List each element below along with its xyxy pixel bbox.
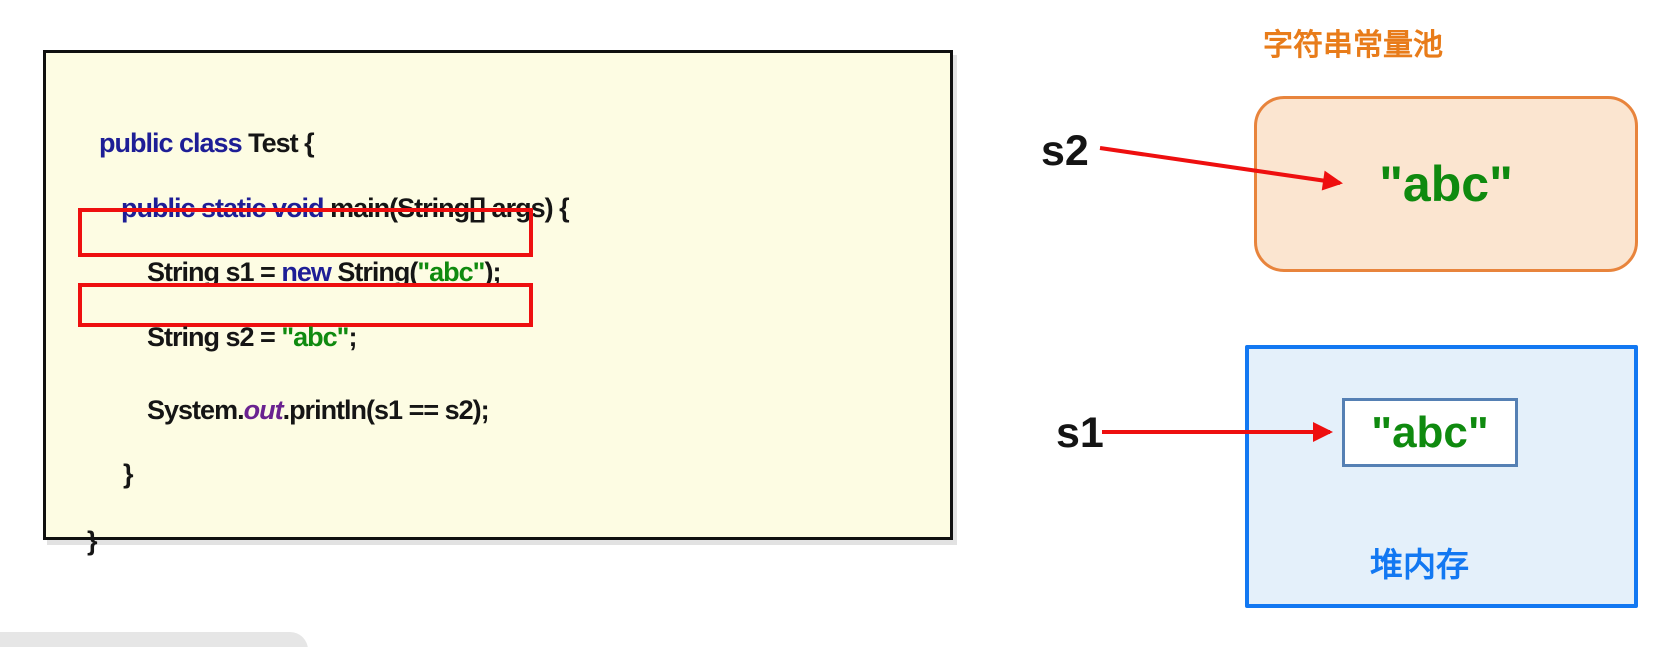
heap-box: "abc" 堆内存: [1245, 345, 1638, 608]
code-token-plain: Test {: [248, 128, 315, 158]
code-token-plain: );: [484, 257, 501, 287]
heap-string-value: "abc": [1371, 407, 1489, 457]
code-token-plain: String s1 =: [147, 257, 282, 287]
code-token-keyword: new: [281, 257, 332, 287]
highlight-box-s2-statement: [78, 283, 533, 327]
s1-reference-label: s1: [1056, 409, 1104, 457]
code-token-plain: System.: [147, 395, 245, 425]
code-token-string: "abc": [281, 322, 349, 352]
code-token-plain: }: [123, 459, 133, 489]
bottom-left-gray-tab: [0, 632, 308, 647]
code-token-plain: }: [87, 526, 97, 556]
code-token-field: out: [243, 395, 284, 425]
code-line-s1-statement: String s1 = new String("abc");: [108, 221, 501, 323]
code-token-plain: String(: [330, 257, 418, 287]
code-token-string: "abc": [417, 257, 485, 287]
code-token-plain: String s2 =: [147, 322, 282, 352]
code-panel: public class Test { public static void m…: [43, 50, 953, 556]
pool-string-value: "abc": [1379, 156, 1513, 212]
code-line-class-decl: public class Test {: [60, 92, 315, 194]
code-line-println: System.out.println(s1 == s2);: [108, 359, 490, 461]
highlight-box-s1-statement: [78, 208, 533, 257]
code-token-keyword: public class: [99, 128, 249, 158]
heap-object-box: "abc": [1342, 398, 1518, 467]
string-pool-title: 字符串常量池: [1263, 29, 1443, 62]
code-line-inner-brace: }: [84, 423, 133, 525]
heap-label: 堆内存: [1370, 546, 1469, 583]
code-line-s2-statement: String s2 = "abc";: [108, 286, 357, 388]
string-pool-box: "abc": [1254, 96, 1638, 272]
code-line-outer-brace: }: [48, 490, 97, 592]
code-token-plain: ;: [348, 322, 357, 352]
s2-reference-label: s2: [1041, 127, 1089, 175]
code-token-plain: .println(s1 == s2);: [282, 395, 490, 425]
